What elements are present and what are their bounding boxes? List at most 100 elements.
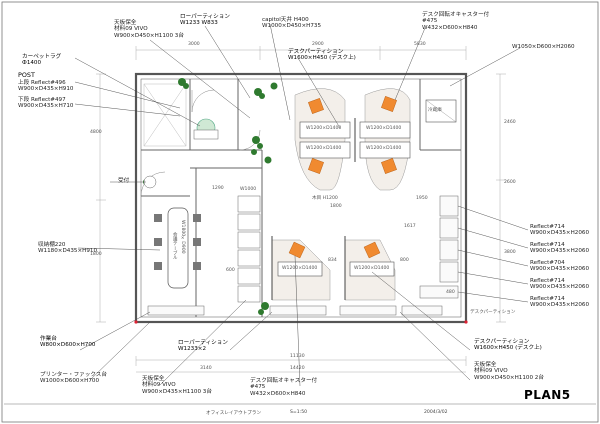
label-line: プリンター・ファックス台 <box>40 372 107 378</box>
leader-lines <box>74 23 529 387</box>
label-line: W900×D450×H1100 2台 <box>474 374 544 381</box>
label-desk-partition-bottom: デスクパーティション W1600×H450 (デスク上) <box>474 339 542 352</box>
dim-label: 11130 <box>290 354 305 359</box>
label-meeting-table: 会議テーブル <box>172 232 178 260</box>
label-line: W1180×D435×H910 <box>38 248 98 255</box>
title-block-project: オフィスレイアウトプラン <box>206 411 262 416</box>
dim-label: 2460 <box>504 120 516 125</box>
title-block-scale: S=1:50 <box>290 410 308 415</box>
label-ref-top-right: W1050×D600×H2060 <box>512 44 575 50</box>
label-reflect-714d: Reflect#714 W900×D435×H2060 <box>530 296 589 309</box>
label-line: W900×D435×H2060 <box>530 266 590 273</box>
top-desk-cluster <box>294 88 411 191</box>
bottom-desk-cluster <box>271 236 396 301</box>
label-low-partition-bottom: ローパーティション W1233×2 <box>178 340 228 353</box>
dim-label: 2600 <box>504 180 516 185</box>
label-reflect-714b: Reflect#714 W900×D435×H2060 <box>530 242 589 255</box>
dim-label: 1800 <box>90 252 102 257</box>
label-line: W1233×2 <box>178 346 207 353</box>
label-line: W1600×H450 (デスク上) <box>474 345 542 352</box>
label-reflect-496: 上段 Reflect#496 W900×D435×H910 <box>18 80 73 93</box>
label-line: ローパーティション <box>180 14 230 20</box>
label-line: W900×D435×H2060 <box>530 302 590 309</box>
label-reflect-497: 下段 Reflect#497 W900×D435×H710 <box>18 97 73 110</box>
label-line: W900×D435×H2060 <box>530 284 590 291</box>
label-line: 収納棚220 <box>38 242 66 248</box>
meeting-room-furniture <box>154 207 201 289</box>
dim-label: 834 <box>328 258 337 263</box>
dim-label: 3140 <box>200 366 212 371</box>
label-line: W1000×D600×H700 <box>40 378 100 385</box>
label-storage-bottom: 天板保全 材料09 VIVO W900×D435×H1100 3台 <box>142 376 212 395</box>
label-line: 材料09 VIVO <box>114 26 148 33</box>
reception-table <box>193 118 219 140</box>
dim-label: 1800 <box>330 204 342 209</box>
dim-label: 600 <box>226 268 235 273</box>
label-desk-partition-mid: デスクパーティション <box>470 310 516 315</box>
label-main-desk-tag: 木目 H1200 <box>312 196 338 201</box>
label-reflect-704: Reflect#704 W900×D435×H2060 <box>530 260 589 273</box>
label-line: ローパーティション <box>178 340 228 346</box>
label-desk-size-5: W1200×D1400 <box>282 266 318 271</box>
right-wall-storage <box>419 195 459 299</box>
label-line: W432×D600×H840 <box>422 24 478 31</box>
exterior-walls <box>134 72 468 324</box>
label-line: 上段 Reflect#496 <box>18 80 66 86</box>
label-line: W900×D450×H1100 3台 <box>114 32 184 39</box>
label-line: 下段 Reflect#497 <box>18 97 66 103</box>
label-desk-partition-top: デスクパーティション W1600×H450 (デスク上) <box>288 49 356 62</box>
label-line: デスクパーティション <box>474 339 530 345</box>
label-carpet: カーペットラグ Ф1400 <box>22 54 61 67</box>
bottom-cabinets <box>147 305 443 316</box>
label-line: W900×D435×H2060 <box>530 230 590 237</box>
dim-label: 1617 <box>404 224 416 229</box>
label-storage-bottom-right: 天板保全 材料09 VIVO W900×D450×H1100 2台 <box>474 362 544 381</box>
label-line: Reflect#714 <box>530 224 565 230</box>
title-block-date: 2004/3/02 <box>424 410 448 415</box>
label-line: Reflect#704 <box>530 260 565 266</box>
entrance-area <box>143 83 187 147</box>
label-meeting-table-size: W1800×D900 <box>180 220 186 254</box>
label-line: デスクパーティション <box>288 49 344 55</box>
storage-shelves <box>237 195 261 303</box>
label-desk-size-1: W1200×D1400 <box>306 126 342 131</box>
dim-label: 800 <box>400 258 409 263</box>
dim-label: 1290 <box>212 186 224 191</box>
label-desk-size-6: W1200×D1400 <box>354 266 390 271</box>
dim-label: 480 <box>446 290 455 295</box>
label-line: W800×D600×H700 <box>40 342 96 349</box>
label-storage-left: 収納棚220 W1180×D435×H910 <box>38 242 97 255</box>
orange-chairs-top <box>308 96 397 174</box>
label-line: デスク回転オキャスター付 <box>250 378 318 384</box>
label-line: W900×D435×H710 <box>18 103 74 110</box>
label-line: 天板保全 <box>142 376 165 382</box>
label-line: デスク回転オキャスター付 <box>422 12 490 18</box>
label-line: 天板保全 <box>474 362 497 368</box>
label-line: #475 <box>250 384 266 391</box>
label-line: 材料09 VIVO <box>142 382 176 389</box>
plants <box>143 78 278 315</box>
label-line: Reflect#714 <box>530 278 565 284</box>
label-reception: 受付 <box>118 178 130 184</box>
orange-chairs-bottom <box>288 241 381 259</box>
label-line: W1233 W833 <box>180 20 218 27</box>
label-reflect-714c: Reflect#714 W900×D435×H2060 <box>530 278 589 291</box>
label-desk-size-3: W1200×D1400 <box>306 146 342 151</box>
label-line: Reflect#714 <box>530 296 565 302</box>
label-line: W432×D600×H840 <box>250 390 306 397</box>
dim-label: 3000 <box>188 42 200 47</box>
label-chair-top-right: デスク回転オキャスター付 #475 W432×D600×H840 <box>422 12 489 31</box>
label-line: 作業台 <box>40 336 57 342</box>
label-line: W1600×H450 (デスク上) <box>288 55 356 62</box>
plan-title: PLAN5 <box>524 388 571 402</box>
label-worker-desk: 作業台 W800×D600×H700 <box>40 336 95 349</box>
label-fridge: 冷蔵庫 <box>428 108 442 113</box>
fridge-unit <box>425 99 457 123</box>
dimension-lines <box>96 46 506 373</box>
label-line: W900×D435×H2060 <box>530 248 590 255</box>
label-line: カーペットラグ <box>22 54 62 60</box>
label-line: capitol天井 H400 <box>262 17 309 23</box>
label-storage-top: 天板保全 材料09 VIVO W900×D450×H1100 3台 <box>114 20 184 39</box>
